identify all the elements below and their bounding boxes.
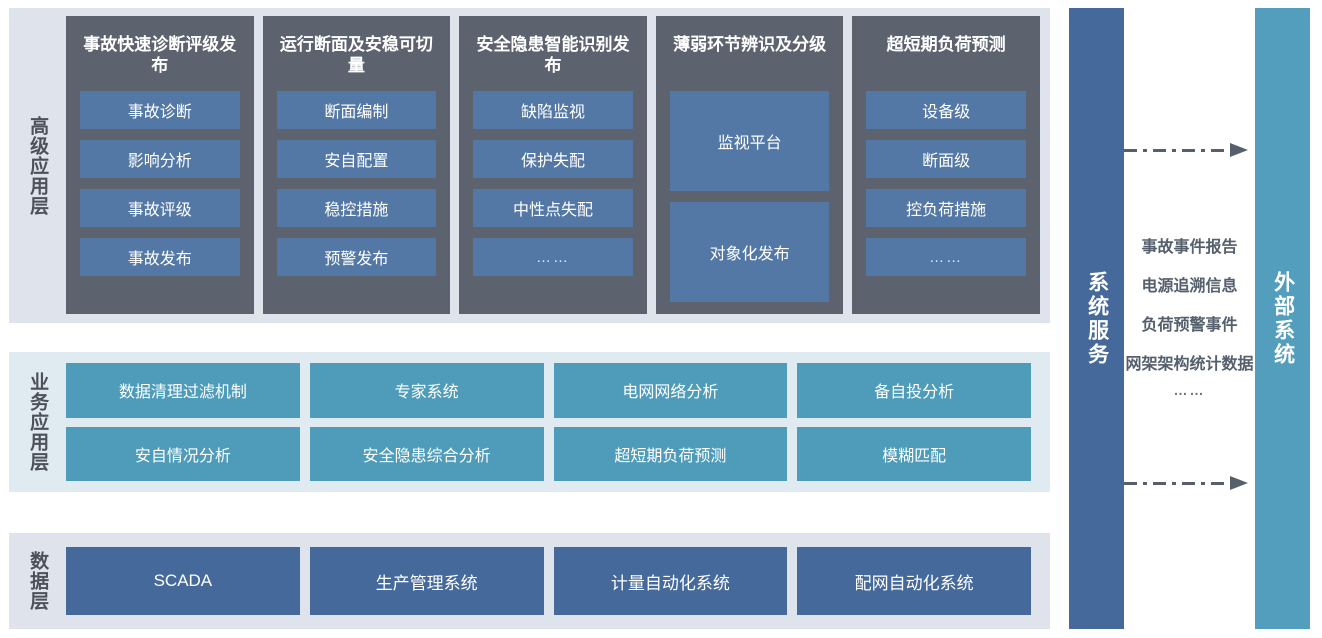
flow-label-item: 电源追溯信息 <box>1141 277 1238 295</box>
layer-body-business: 数据清理过滤机制 专家系统 电网网络分析 备自投分析 安自情况分析 安全隐患综合… <box>66 352 1050 492</box>
advanced-item[interactable]: 事故评级 <box>80 189 240 227</box>
flow-arrow-bottom-head-icon <box>1230 476 1248 490</box>
advanced-column-5-title: 超短期负荷预测 <box>886 35 1006 54</box>
business-item-grid: 数据清理过滤机制 专家系统 电网网络分析 备自投分析 安自情况分析 安全隐患综合… <box>66 352 1050 492</box>
business-item[interactable]: 备自投分析 <box>797 363 1031 418</box>
data-item[interactable]: 生产管理系统 <box>309 547 544 615</box>
layer-label-advanced-text: 高级应用层 <box>27 115 49 216</box>
advanced-column-1-items: 事故诊断 影响分析 事故评级 事故发布 <box>80 91 240 302</box>
layer-label-business-text: 业务应用层 <box>27 372 49 472</box>
layer-panel-data: 数据层 SCADA 生产管理系统 计量自动化系统 配网自动化系统 <box>9 533 1050 629</box>
advanced-column-2: 运行断面及安稳可切量 断面编制 安自配置 稳控措施 预警发布 <box>262 16 451 314</box>
business-item[interactable]: 模糊匹配 <box>797 426 1031 481</box>
advanced-item[interactable]: 监视平台 <box>669 91 830 191</box>
flow-arrow-bottom <box>1124 476 1255 490</box>
advanced-item[interactable]: 影响分析 <box>80 140 240 178</box>
advanced-item[interactable]: 保护失配 <box>473 140 633 178</box>
layer-label-advanced: 高级应用层 <box>9 8 66 323</box>
advanced-item[interactable]: 稳控措施 <box>276 189 437 227</box>
advanced-column-1: 事故快速诊断评级发布 事故诊断 影响分析 事故评级 事故发布 <box>66 16 254 314</box>
flow-label-item: 网架架构统计数据 <box>1125 355 1254 373</box>
layer-body-data: SCADA 生产管理系统 计量自动化系统 配网自动化系统 <box>66 533 1050 629</box>
flow-label-item: 事故事件报告 <box>1141 238 1238 256</box>
advanced-column-3-title: 安全隐患智能识别发布 <box>476 35 630 76</box>
system-services-label: 系统服务 <box>1085 270 1109 367</box>
layer-label-data: 数据层 <box>9 533 66 629</box>
advanced-column-4-title: 薄弱环节辨识及分级 <box>673 35 827 54</box>
advanced-column-3-items: 缺陷监视 保护失配 中性点失配 …… <box>473 91 633 302</box>
flow-label-column: 事故事件报告 电源追溯信息 负荷预警事件 网架架构统计数据 …… <box>1124 8 1255 629</box>
flow-arrow-top <box>1124 143 1255 157</box>
system-services-bar[interactable]: 系统服务 <box>1069 8 1124 629</box>
advanced-item[interactable]: 预警发布 <box>276 238 437 276</box>
advanced-item[interactable]: 断面编制 <box>276 91 437 129</box>
flow-label-ellipsis: …… <box>1173 381 1206 398</box>
advanced-column-2-title: 运行断面及安稳可切量 <box>279 35 433 76</box>
layer-label-business: 业务应用层 <box>9 352 66 492</box>
business-item[interactable]: 专家系统 <box>309 363 544 418</box>
advanced-item[interactable]: 缺陷监视 <box>473 91 633 129</box>
business-item[interactable]: 安自情况分析 <box>66 426 300 481</box>
advanced-column-2-items: 断面编制 安自配置 稳控措施 预警发布 <box>276 91 437 302</box>
advanced-item-ellipsis[interactable]: …… <box>866 238 1026 276</box>
external-system-label: 外部系统 <box>1271 270 1295 367</box>
layer-body-advanced: 事故快速诊断评级发布 事故诊断 影响分析 事故评级 事故发布 运行断面及安稳可切… <box>66 8 1050 323</box>
data-item[interactable]: 配网自动化系统 <box>797 547 1031 615</box>
advanced-item[interactable]: 控负荷措施 <box>866 189 1026 227</box>
advanced-item[interactable]: 设备级 <box>866 91 1026 129</box>
advanced-item-ellipsis[interactable]: …… <box>473 238 633 276</box>
data-item[interactable]: SCADA <box>66 547 300 615</box>
advanced-item[interactable]: 对象化发布 <box>669 202 830 302</box>
flow-arrow-top-head-icon <box>1230 143 1248 157</box>
data-item-grid: SCADA 生产管理系统 计量自动化系统 配网自动化系统 <box>66 533 1050 629</box>
layer-panel-advanced: 高级应用层 事故快速诊断评级发布 事故诊断 影响分析 事故评级 事故发布 运行断… <box>9 8 1050 323</box>
flow-label-item: 负荷预警事件 <box>1141 316 1238 334</box>
advanced-column-1-title: 事故快速诊断评级发布 <box>83 35 237 76</box>
flow-labels: 事故事件报告 电源追溯信息 负荷预警事件 网架架构统计数据 …… <box>1125 238 1253 400</box>
advanced-column-3: 安全隐患智能识别发布 缺陷监视 保护失配 中性点失配 …… <box>459 16 647 314</box>
business-item[interactable]: 数据清理过滤机制 <box>66 363 300 418</box>
advanced-column-5-items: 设备级 断面级 控负荷措施 …… <box>866 91 1026 302</box>
layer-panel-business: 业务应用层 数据清理过滤机制 专家系统 电网网络分析 备自投分析 安自情况分析 … <box>9 352 1050 492</box>
advanced-column-5: 超短期负荷预测 设备级 断面级 控负荷措施 …… <box>852 16 1040 314</box>
advanced-item[interactable]: 断面级 <box>866 140 1026 178</box>
advanced-item[interactable]: 事故发布 <box>80 238 240 276</box>
advanced-item[interactable]: 安自配置 <box>276 140 437 178</box>
layer-label-data-text: 数据层 <box>27 551 49 611</box>
data-item[interactable]: 计量自动化系统 <box>553 547 788 615</box>
external-system-bar[interactable]: 外部系统 <box>1255 8 1310 629</box>
flow-arrow-top-line <box>1124 149 1232 152</box>
advanced-column-4: 薄弱环节辨识及分级 监视平台 对象化发布 <box>655 16 844 314</box>
advanced-item[interactable]: 事故诊断 <box>80 91 240 129</box>
advanced-column-group: 事故快速诊断评级发布 事故诊断 影响分析 事故评级 事故发布 运行断面及安稳可切… <box>66 8 1050 323</box>
advanced-item[interactable]: 中性点失配 <box>473 189 633 227</box>
business-item[interactable]: 超短期负荷预测 <box>553 426 788 481</box>
business-item[interactable]: 电网网络分析 <box>553 363 788 418</box>
business-item[interactable]: 安全隐患综合分析 <box>309 426 544 481</box>
flow-arrow-bottom-line <box>1124 482 1232 485</box>
advanced-column-4-items: 监视平台 对象化发布 <box>669 91 830 302</box>
